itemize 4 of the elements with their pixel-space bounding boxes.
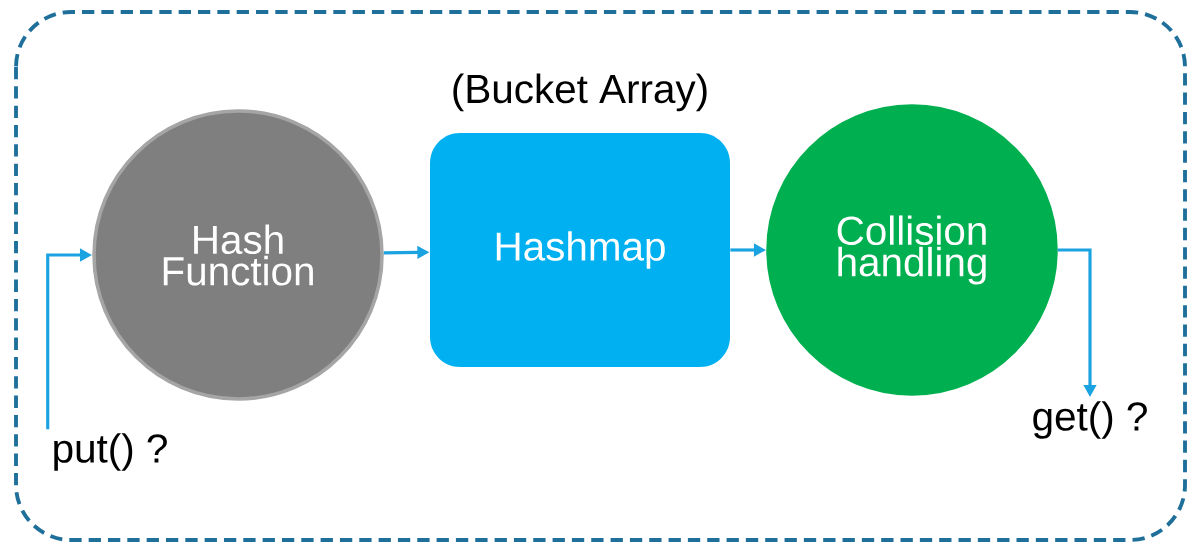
method-label: put() ? [54, 433, 167, 471]
box-heading: (Bucket Array) [453, 73, 707, 112]
method-label: get() ? [1033, 401, 1147, 439]
process-box: Hashmap [430, 133, 730, 367]
